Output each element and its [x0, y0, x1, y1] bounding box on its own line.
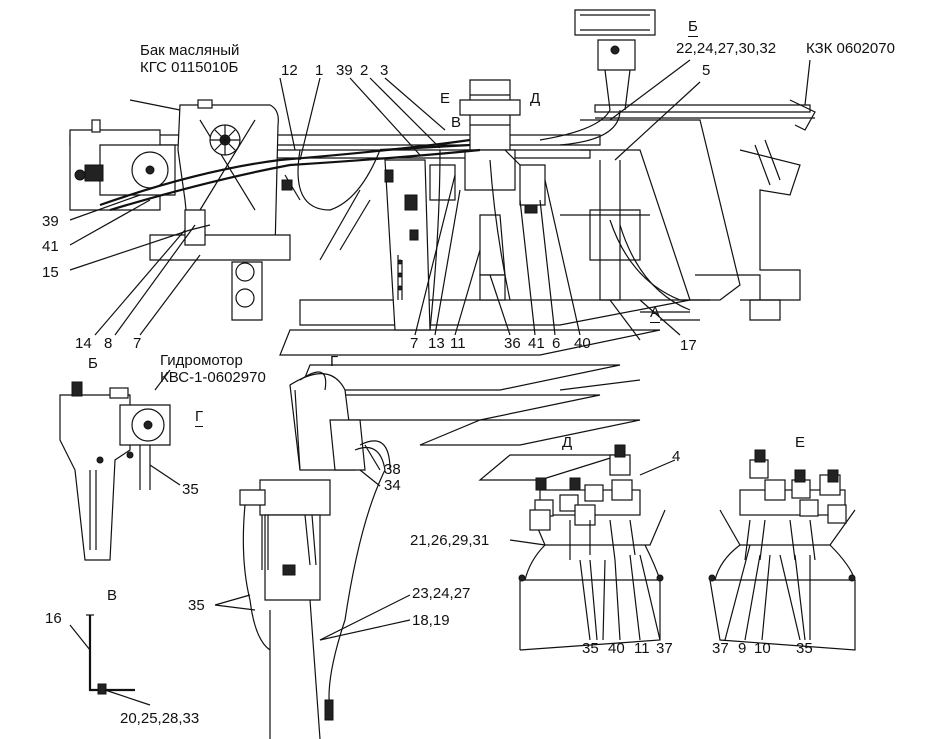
oil-tank-name-label: Бак масляный: [140, 42, 240, 59]
callout-21-26-29-31: 21,26,29,31: [410, 532, 490, 549]
callout-35-d: 35: [582, 640, 599, 657]
callout-11-d: 11: [634, 640, 650, 657]
view-letter-g-left: Г: [195, 408, 204, 427]
callout-20-25-28-33: 20,25,28,33: [120, 710, 200, 727]
view-letter-e-view: Е: [795, 434, 806, 451]
view-letter-e-top: Е: [440, 90, 451, 107]
callout-5: 5: [702, 62, 711, 79]
callout-41-mid: 41: [528, 335, 545, 352]
callout-41-left: 41: [42, 238, 59, 255]
view-e-drawing: [708, 449, 856, 651]
callout-35-g: 35: [188, 597, 205, 614]
callout-39-top: 39: [336, 62, 353, 79]
view-b-left-drawing: [59, 369, 181, 561]
callout-9: 9: [738, 640, 747, 657]
view-letter-v-view: В: [107, 587, 118, 604]
callout-40-top: 40: [574, 335, 591, 352]
callout-18-19: 18,19: [412, 612, 450, 629]
main-frame: [69, 9, 816, 481]
view-letter-a-mark: А: [650, 304, 661, 323]
callout-38: 38: [384, 461, 401, 478]
callout-8: 8: [104, 335, 113, 352]
leader-lines-g: [214, 444, 411, 641]
callout-34: 34: [384, 477, 401, 494]
callout-35-e: 35: [796, 640, 813, 657]
callout-14: 14: [75, 335, 92, 352]
view-d-drawing: [509, 444, 676, 651]
callout-13: 13: [428, 335, 445, 352]
callout-1: 1: [315, 62, 324, 79]
view-v-drawing: [69, 614, 151, 706]
hydromotor-name-label: Гидромотор: [160, 352, 243, 369]
view-g-mid-drawing: [239, 371, 391, 739]
leader-lines-top: [69, 59, 811, 336]
callout-16: 16: [45, 610, 62, 627]
hydromotor-code-label: КВС-1-0602970: [160, 369, 266, 386]
callout-23-24-27: 23,24,27: [412, 585, 471, 602]
kzk-code-label: КЗК 0602070: [806, 40, 895, 57]
view-letter-g-mid: Г: [330, 353, 339, 370]
callout-15: 15: [42, 264, 59, 281]
callout-4: 4: [672, 448, 681, 465]
callout-36: 36: [504, 335, 521, 352]
callout-10: 10: [754, 640, 771, 657]
callout-37-d: 37: [656, 640, 673, 657]
oil-tank-code-label: КГС 0115010Б: [140, 59, 239, 76]
callout-7-left: 7: [133, 335, 142, 352]
callout-40-d: 40: [608, 640, 625, 657]
view-letter-v-top: В: [451, 114, 462, 131]
callout-12: 12: [281, 62, 298, 79]
callout-17: 17: [680, 337, 697, 354]
view-letter-d-view: Д: [562, 434, 573, 451]
callout-11-top: 11: [450, 335, 466, 352]
callout-39-left: 39: [42, 213, 59, 230]
callout-22-24-27-30-32: 22,24,27,30,32: [676, 40, 777, 57]
callout-37-e: 37: [712, 640, 729, 657]
callout-7-mid: 7: [410, 335, 419, 352]
callout-6: 6: [552, 335, 561, 352]
callout-35-b: 35: [182, 481, 199, 498]
callout-2: 2: [360, 62, 369, 79]
callout-3: 3: [380, 62, 389, 79]
view-letter-d-top: Д: [530, 90, 541, 107]
view-letter-b-top: Б: [688, 18, 698, 37]
view-letter-b-left: Б: [88, 355, 98, 372]
